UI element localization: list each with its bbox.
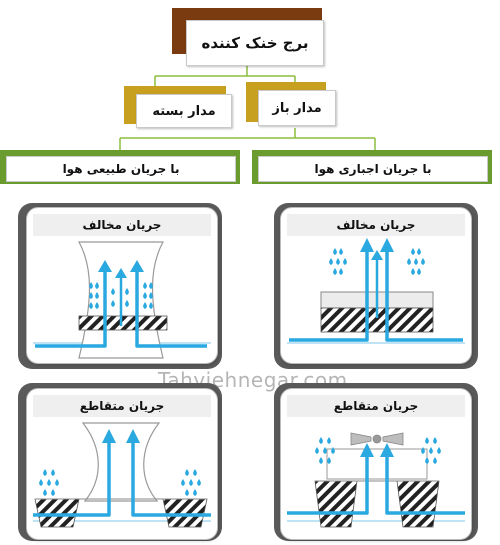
panel-forced-counter: جریان مخالف bbox=[280, 207, 472, 364]
panel-forced-counter-title: جریان مخالف bbox=[287, 214, 465, 236]
natural-flow-node: با جریان طبیعی هوا bbox=[6, 156, 236, 182]
open-circuit-node: مدار باز bbox=[258, 90, 336, 126]
natural-counter-tower-illustration bbox=[33, 241, 211, 359]
forced-flow-node: با جریان اجباری هوا bbox=[258, 156, 488, 182]
root-node-label: برج خنک کننده bbox=[186, 20, 324, 66]
forced-counter-tower-illustration bbox=[287, 238, 465, 344]
closed-circuit-node: مدار بسته bbox=[136, 94, 232, 128]
panel-natural-cross-title: جریان متقاطع bbox=[33, 395, 211, 417]
panel-natural-cross: جریان متقاطع bbox=[26, 388, 218, 540]
forced-cross-tower-illustration bbox=[287, 432, 465, 528]
panel-forced-cross-title: جریان متقاطع bbox=[287, 395, 465, 417]
root-node: برج خنک کننده bbox=[172, 8, 324, 66]
fan-icon bbox=[350, 432, 404, 446]
panel-forced-cross: جریان متقاطع bbox=[280, 388, 472, 540]
panel-natural-counter-title: جریان مخالف bbox=[33, 214, 211, 236]
natural-cross-tower-illustration bbox=[33, 422, 211, 528]
panel-natural-counter: جریان مخالف bbox=[26, 207, 218, 364]
